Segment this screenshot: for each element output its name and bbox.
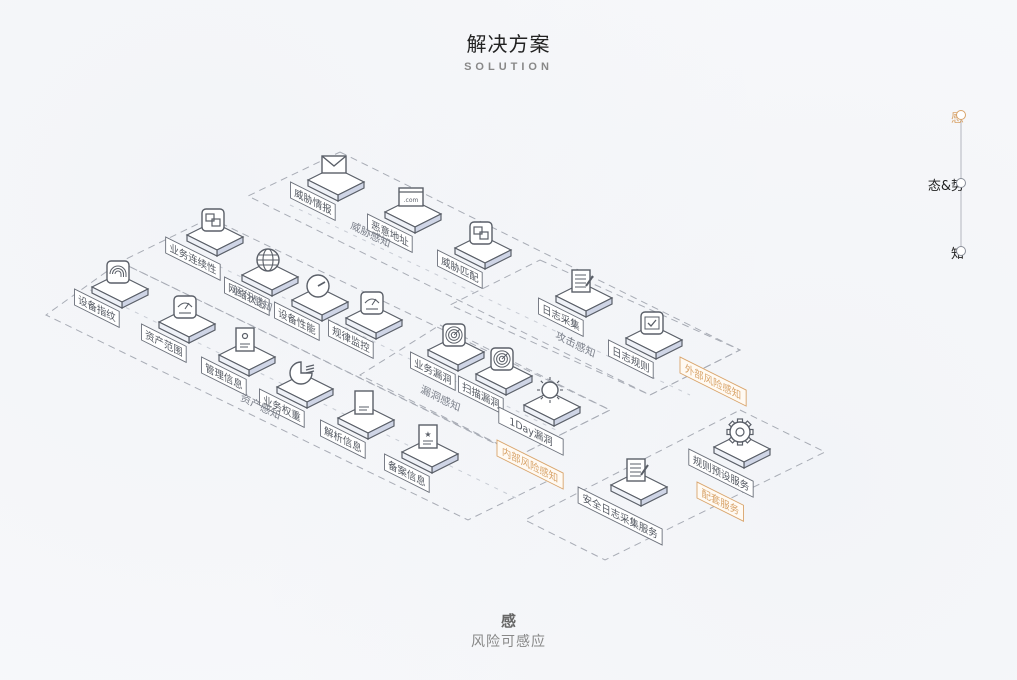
notepad-icon — [626, 458, 649, 482]
page-title: 解决方案 — [466, 32, 551, 56]
tile-front — [454, 247, 486, 270]
zone-threat — [246, 151, 742, 396]
doc-icon — [354, 390, 374, 415]
link-icon — [201, 208, 225, 232]
tile-front — [186, 234, 218, 257]
tile-front — [345, 317, 377, 340]
module-tile[interactable]: 威胁情报 — [290, 155, 366, 222]
notepad-icon — [571, 269, 594, 293]
module-tile[interactable]: 资产范围 — [141, 295, 217, 364]
footer-subtitle: 风险可感应 — [471, 634, 546, 650]
timeline-dot-taishi[interactable] — [956, 178, 966, 188]
monitor-icon — [173, 295, 197, 319]
module-tile[interactable]: 规律监控 — [328, 291, 404, 360]
tile-front — [625, 337, 657, 360]
tile-front — [337, 417, 369, 440]
envelope-icon — [321, 155, 347, 174]
radar-icon — [442, 323, 466, 347]
module-tile[interactable]: ★备案信息 — [384, 424, 460, 494]
tile-front — [241, 274, 273, 297]
tile-front — [610, 484, 642, 507]
svg-text:内部风险感知: 内部风险感知 — [502, 444, 558, 485]
module-tile[interactable]: 业务连续性 — [165, 208, 245, 281]
timeline-nav: 感 态&势 知 — [900, 100, 1000, 270]
tile-front — [401, 451, 433, 474]
tile-front — [384, 211, 416, 234]
gauge-icon — [306, 274, 330, 298]
tile-front — [713, 446, 745, 469]
fingerprint-icon — [106, 260, 130, 284]
module-tile[interactable]: 1Day漏洞 — [498, 377, 582, 456]
svg-text:攻击感知: 攻击感知 — [555, 328, 596, 362]
module-tile[interactable]: 安全日志采集服务 — [577, 458, 669, 546]
svg-text:.com: .com — [404, 197, 419, 204]
monitor-icon — [360, 291, 384, 315]
module-tile[interactable]: 日志采集 — [538, 269, 614, 338]
timeline-item-taishi[interactable]: 态&势 — [927, 179, 964, 194]
zone-label-external-risk: 外部风险感知 — [679, 356, 747, 407]
link-icon — [469, 221, 493, 245]
zone-support — [523, 409, 827, 561]
timeline-dot-zhi[interactable] — [956, 246, 966, 256]
tile-front — [307, 179, 339, 202]
zone-attack — [448, 259, 742, 396]
pie-icon — [289, 361, 315, 385]
globe-icon — [256, 248, 280, 272]
doc-gear-icon — [235, 327, 255, 352]
zone-asset — [45, 261, 562, 521]
svg-text:外部风险感知: 外部风险感知 — [685, 361, 741, 402]
divider-1 — [164, 239, 561, 433]
module-tile[interactable]: 设备指纹 — [74, 260, 150, 329]
footer-title: 感 — [500, 612, 516, 630]
module-tile[interactable]: 解析信息 — [320, 390, 396, 460]
tile-front — [158, 321, 190, 344]
timeline-dot-gan[interactable] — [956, 110, 966, 120]
tile-front — [555, 295, 587, 318]
tile-front — [91, 286, 123, 309]
module-tile[interactable]: 威胁匹配 — [437, 221, 513, 290]
check-window-icon — [640, 311, 664, 335]
gear-icon — [726, 418, 754, 446]
page-subtitle: SOLUTION — [464, 61, 553, 73]
tile-front — [218, 354, 250, 377]
sun-icon — [537, 377, 563, 403]
radar-icon — [490, 347, 514, 371]
tile-front — [427, 349, 459, 372]
module-tile[interactable]: 业务漏洞 — [410, 323, 486, 392]
tile-front — [523, 404, 555, 427]
tile-front — [276, 386, 308, 409]
divider-3 — [289, 204, 691, 396]
browser-icon: .com — [398, 187, 424, 207]
tile-front — [291, 299, 323, 322]
doc-star-icon: ★ — [418, 424, 438, 449]
tile-front — [475, 373, 507, 396]
module-tile[interactable]: 扫描漏洞 — [458, 347, 534, 416]
module-tile[interactable]: 管理信息 — [201, 327, 277, 397]
module-tile[interactable]: 业务权重 — [259, 361, 335, 429]
svg-text:★: ★ — [424, 430, 431, 439]
module-tile[interactable]: 日志规则 — [608, 311, 684, 380]
group-label-attack: 攻击感知 — [555, 328, 596, 362]
